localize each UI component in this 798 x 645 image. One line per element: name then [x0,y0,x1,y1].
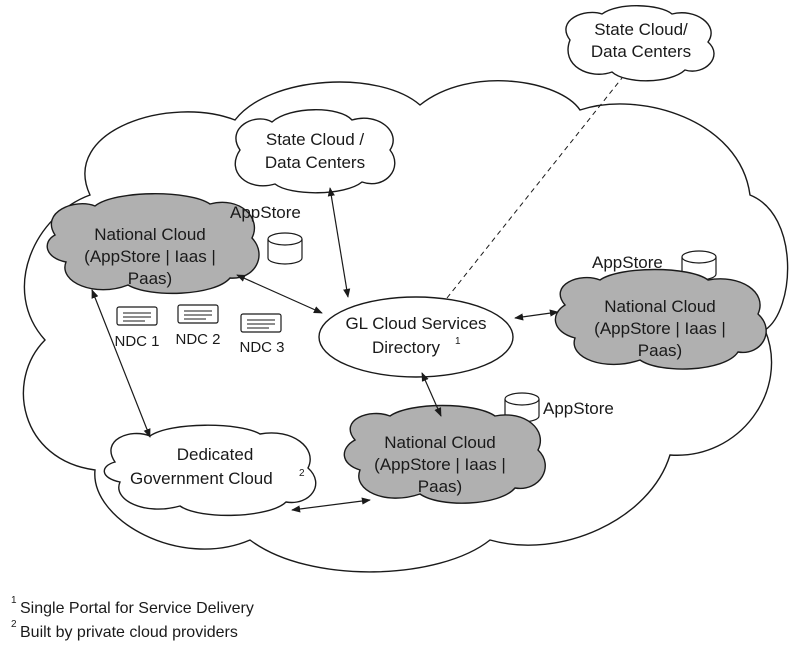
state-cloud-inner-line1: State Cloud / [266,130,365,149]
national-cloud-right-line1: National Cloud [604,297,716,316]
dedicated-government-cloud [103,424,317,517]
state-cloud-inner-line2: Data Centers [265,153,365,172]
state-cloud-outer-line2: Data Centers [591,42,691,61]
dedicated-footnote-mark: 2 [299,468,305,479]
national-cloud-left [46,193,260,295]
national-cloud-left-line2: (AppStore | Iaas | [84,247,216,266]
arrow-dedicated-to-national-bottom [291,497,371,513]
national-cloud-bottom [343,404,546,504]
state-cloud-inner [234,109,396,194]
national-cloud-bottom-line3: Paas) [418,477,462,496]
footnote-1-mark: 1 [11,595,17,606]
appstore-label-bottom: AppStore [543,399,614,418]
directory-line1: GL Cloud Services [345,314,486,333]
arrow-state-inner-to-directory [327,187,351,298]
appstore-label-right: AppStore [592,253,663,272]
arrow-national-left-to-directory [236,274,323,314]
dedicated-line2: Government Cloud [130,469,273,488]
ndc-1-label: NDC 1 [114,333,159,350]
server-icon [240,313,282,333]
ndc-2-label: NDC 2 [175,331,220,348]
server-icon [177,304,219,324]
national-cloud-bottom-line2: (AppStore | Iaas | [374,455,506,474]
server-icon [116,306,158,326]
national-cloud-left-line1: National Cloud [94,225,206,244]
directory-ellipse [318,296,514,378]
dedicated-line1: Dedicated [177,445,254,464]
national-cloud-right-line3: Paas) [638,341,682,360]
national-cloud-left-line3: Paas) [128,269,172,288]
link-directory-to-outer-state-cloud [446,77,623,299]
national-cloud-right-line2: (AppStore | Iaas | [594,319,726,338]
database-icon [267,232,303,265]
directory-line2: Directory [372,338,441,357]
arrow-national-left-to-dedicated [91,289,151,438]
arrow-directory-to-national-right [514,309,559,321]
ndc-3-label: NDC 3 [239,339,284,356]
footnote-2-mark: 2 [11,619,17,630]
footnote-2-text: Built by private cloud providers [20,624,238,641]
appstore-label-top-left: AppStore [230,203,301,222]
directory-footnote-mark: 1 [455,336,461,347]
arrow-directory-to-national-bottom [421,372,442,417]
state-cloud-outer-line1: State Cloud/ [594,20,688,39]
state-cloud-outer [565,5,715,82]
national-cloud-bottom-line1: National Cloud [384,433,496,452]
national-cloud-right [554,268,767,370]
footnote-1-text: Single Portal for Service Delivery [20,600,254,617]
